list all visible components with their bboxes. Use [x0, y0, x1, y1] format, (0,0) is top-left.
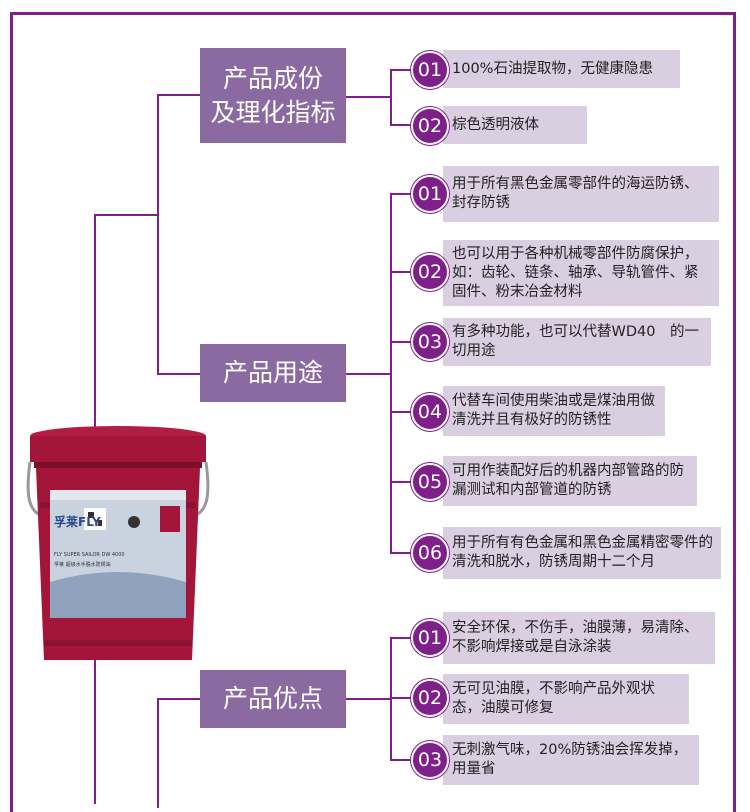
connector [390, 69, 392, 125]
item-text: 也可以用于各种机械零部件防腐保护，如：齿轮、链条、轴承、导轨管件、紧固件、粉末冶… [452, 245, 699, 300]
title-line: 产品优点 [222, 684, 323, 713]
item-text: 可用作装配好后的机器内部管路的防漏测试和内部管道的防锈 [452, 463, 684, 498]
connector [390, 697, 414, 699]
title-line: 产品成份 [222, 63, 323, 93]
list-item: 可用作装配好后的机器内部管路的防漏测试和内部管道的防锈 [443, 456, 697, 506]
list-item: 无刺激气味，20%防锈油会挥发掉，用量省 [443, 735, 699, 785]
item-text: 安全环保，不伤手，油膜薄，易清除、不影响焊接或是自泳涂装 [452, 620, 699, 655]
section-title-composition: 产品成份 及理化指标 [200, 48, 346, 143]
branch-to-title-2 [157, 373, 201, 375]
bucket-band [44, 640, 192, 646]
trunk-branch-top [94, 214, 158, 216]
item-text: 代替车间使用柴油或是煤油用做清洗并且有极好的防锈性 [452, 393, 655, 428]
item-text: 棕色透明液体 [452, 116, 539, 133]
item-text: 有多种功能，也可以代替WD40 的一切用途 [452, 324, 699, 359]
item-number-badge: 02 [411, 253, 449, 291]
label-brand: 孚莱FLY [54, 514, 101, 529]
branch-to-title-3 [157, 698, 201, 700]
oil-drop-icon [128, 516, 140, 528]
title-line: 及理化指标 [210, 97, 336, 127]
list-item: 用于所有有色金属和黑色金属精密零件的清洗和脱水，防锈周期十二个月 [443, 527, 721, 579]
item-number-badge: 06 [411, 534, 449, 572]
bucket-handle [197, 461, 210, 516]
branch-to-title-1 [157, 94, 201, 96]
branch-line-3 [157, 698, 159, 808]
item-number-badge: 01 [411, 619, 449, 657]
list-item: 100%石油提取物，无健康隐患 [443, 50, 680, 88]
bucket-lid [30, 436, 206, 462]
item-number-badge: 01 [411, 175, 449, 213]
outer-frame [10, 12, 736, 812]
branch-line-1 [157, 94, 159, 374]
item-text: 用于所有黑色金属零部件的海运防锈、封存防锈 [452, 176, 699, 211]
bucket-handle [26, 461, 39, 516]
label-product-subtitle: 孚莱 超级水手脱水防锈油 [54, 561, 111, 568]
connector [390, 759, 414, 761]
qr-code-icon [88, 512, 94, 518]
item-number-badge: 04 [411, 393, 449, 431]
item-number-badge: 02 [411, 107, 449, 145]
connector [390, 481, 414, 483]
item-text: 用于所有有色金属和黑色金属精密零件的清洗和脱水，防锈周期十二个月 [452, 535, 713, 570]
connector [346, 698, 392, 700]
item-number-badge: 01 [411, 51, 449, 89]
bucket-rim [34, 462, 202, 468]
item-number-badge: 03 [411, 741, 449, 779]
item-text: 无刺激气味，20%防锈油会挥发掉，用量省 [452, 742, 688, 777]
list-item: 也可以用于各种机械零部件防腐保护，如：齿轮、链条、轴承、导轨管件、紧固件、粉末冶… [443, 240, 719, 306]
connector [390, 552, 414, 554]
connector [390, 341, 414, 343]
list-item: 安全环保，不伤手，油膜薄，易清除、不影响焊接或是自泳涂装 [443, 612, 715, 664]
connector [390, 637, 414, 639]
item-text: 100%石油提取物，无健康隐患 [452, 60, 653, 77]
section-title-usage: 产品用途 [200, 344, 346, 402]
list-item: 代替车间使用柴油或是煤油用做清洗并且有极好的防锈性 [443, 386, 665, 436]
list-item: 无可见油膜，不影响产品外观状态，油膜可修复 [443, 674, 689, 724]
item-text: 无可见油膜，不影响产品外观状态，油膜可修复 [452, 681, 655, 716]
item-number-badge: 03 [411, 323, 449, 361]
connector [390, 193, 392, 553]
list-item: 棕色透明液体 [443, 106, 587, 144]
connector [390, 193, 414, 195]
section-title-advantages: 产品优点 [200, 670, 346, 728]
label-product-name: FLY SUPER SAILOR DW 4000 [54, 552, 125, 558]
connector [390, 124, 414, 126]
item-number-badge: 02 [411, 679, 449, 717]
product-bucket-image: 孚莱FLY FLY SUPER SAILOR DW 4000 孚莱 超级水手脱水… [24, 422, 212, 667]
label-wave [50, 572, 186, 618]
list-item: 有多种功能，也可以代替WD40 的一切用途 [443, 318, 711, 366]
bucket-svg: 孚莱FLY FLY SUPER SAILOR DW 4000 孚莱 超级水手脱水… [26, 426, 210, 660]
connector [390, 411, 414, 413]
list-item: 用于所有黑色金属零部件的海运防锈、封存防锈 [443, 166, 719, 222]
item-number-badge: 05 [411, 463, 449, 501]
connector [390, 271, 414, 273]
label-badge [160, 506, 180, 532]
qr-code-icon [98, 520, 102, 526]
connector [390, 69, 414, 71]
bucket-label-header [50, 490, 186, 500]
title-line: 产品用途 [222, 358, 323, 387]
connector [346, 96, 392, 98]
connector [346, 373, 392, 375]
